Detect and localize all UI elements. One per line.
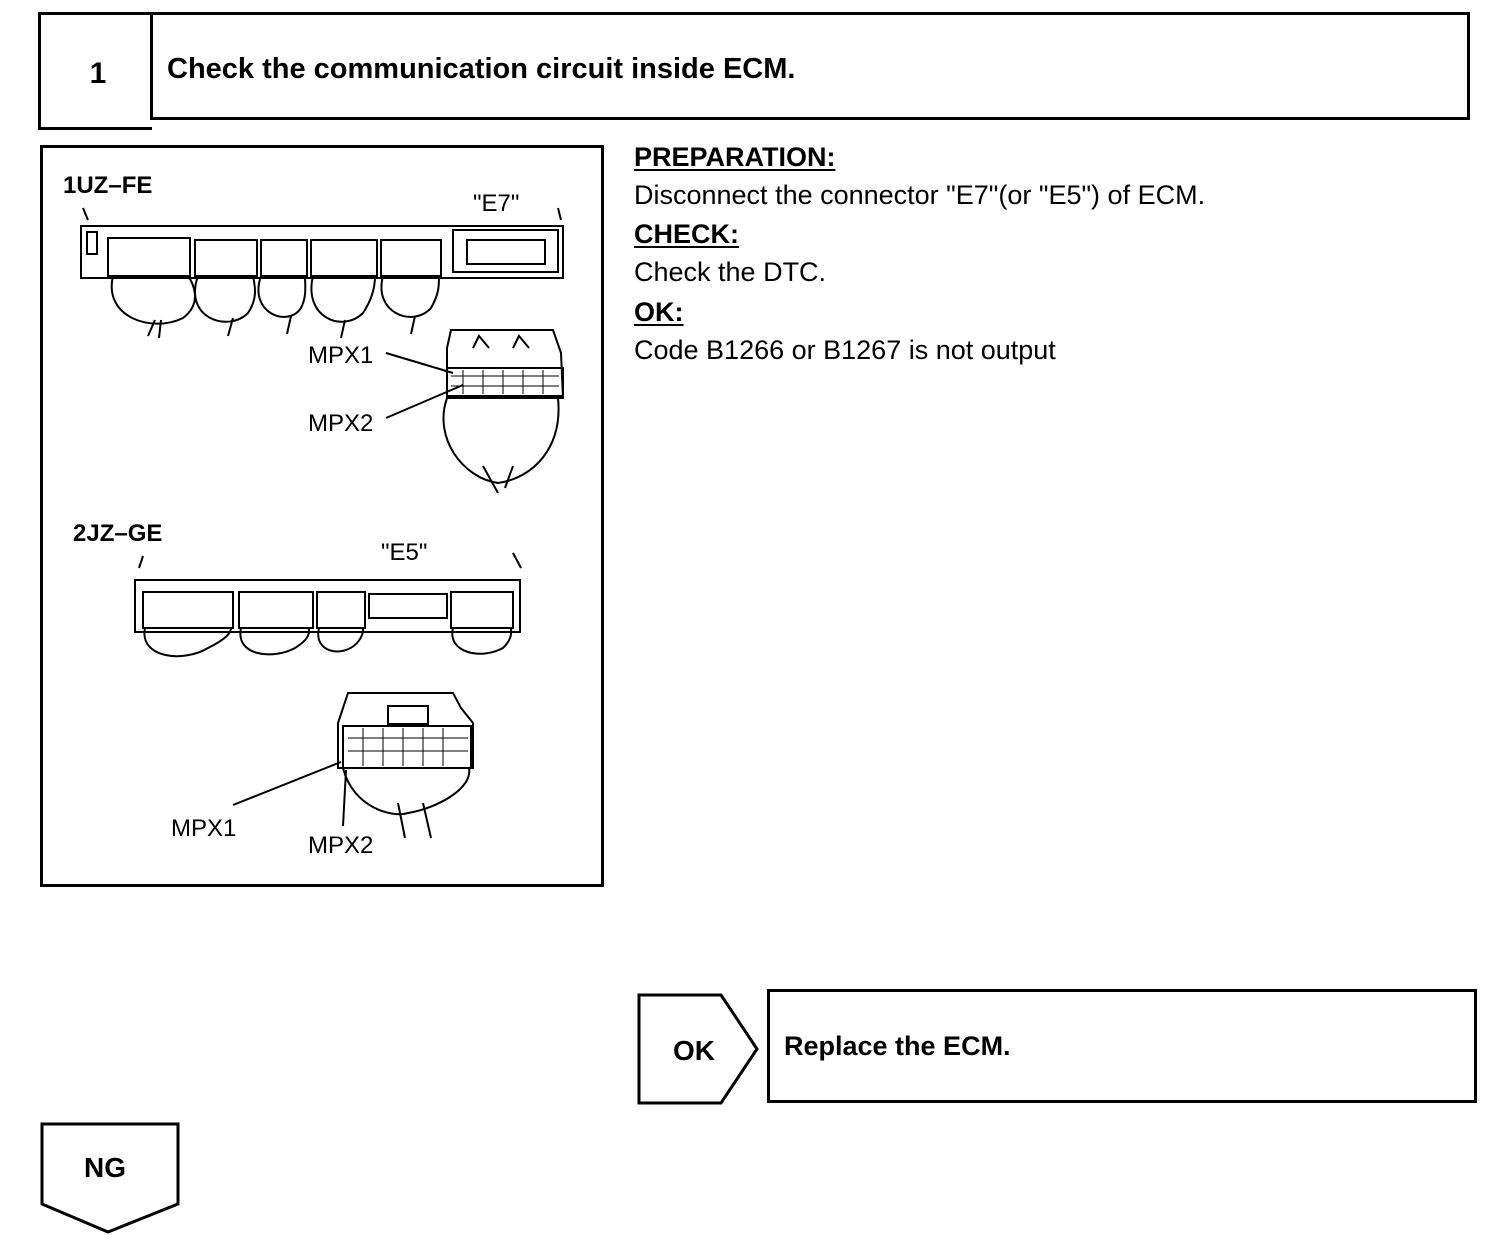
ok-tag-label: OK [673,1035,715,1066]
step-number: 1 [89,57,107,90]
connector-label-e7: "E7" [473,190,519,217]
engine-label-1uz: 1UZ–FE [63,172,152,199]
ok-result-box: Replace the ECM. [767,989,1477,1103]
ok-result-action: Replace the ECM. [784,1030,1011,1061]
ok-arrow-tag: OK [637,993,759,1105]
ng-tag-label: NG [84,1152,126,1183]
step-title: Check the communication circuit inside E… [167,52,796,85]
mpx2-label-2jz: MPX2 [308,832,373,859]
connector-label-e5: "E5" [381,539,427,566]
mpx1-label-2jz: MPX1 [171,815,236,842]
preparation-heading: PREPARATION: [634,142,836,172]
step-number-cell: 1 [38,12,152,130]
engine-label-2jz: 2JZ–GE [73,520,162,547]
connector-illustration: 1UZ–FE "E7" MPX1 MPX2 2JZ–GE "E5" MPX1 M… [40,145,604,887]
ng-arrow-tag: NG [40,1122,180,1234]
ok-text: Code B1266 or B1267 is not output [634,335,1056,365]
ecm-connector-diagram: 1UZ–FE "E7" MPX1 MPX2 2JZ–GE "E5" MPX1 M… [63,172,565,859]
check-heading: CHECK: [634,219,739,249]
step-title-cell: Check the communication circuit inside E… [150,12,1470,120]
mpx1-label-1uz: MPX1 [308,342,373,369]
preparation-text: Disconnect the connector "E7"(or "E5") o… [634,180,1206,210]
mpx2-label-1uz: MPX2 [308,410,373,437]
ok-heading: OK: [634,297,684,327]
check-text: Check the DTC. [634,257,827,287]
